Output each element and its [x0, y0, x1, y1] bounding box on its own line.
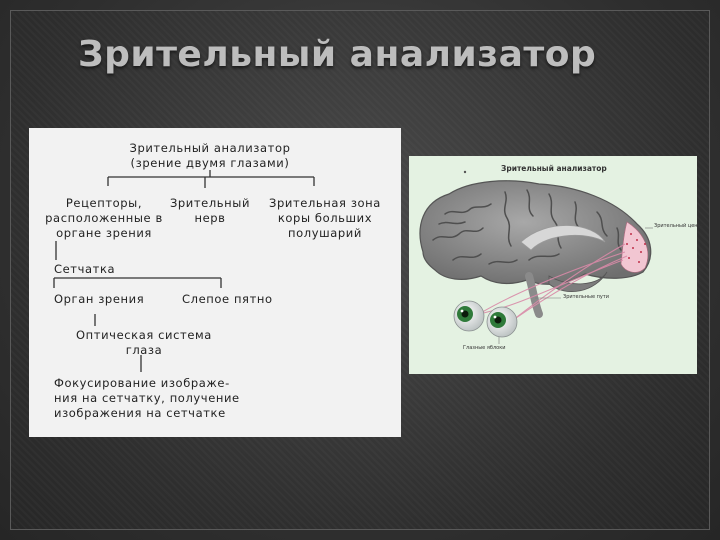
receptors-label-1: Рецепторы,: [65, 196, 143, 210]
brain-illustration: Зрительный анализатор Зрительный центр З…: [409, 156, 704, 374]
nerve-label-1: Зрительный: [169, 196, 251, 210]
organ-label: Орган зрения: [54, 292, 145, 306]
zone-label-1: Зрительная зона: [269, 196, 381, 210]
retina-label: Сетчатка: [54, 262, 116, 276]
optic-system-label-2: глаза: [125, 343, 163, 357]
root-label-2: (зрение двумя глазами): [130, 156, 290, 170]
scheme-connectors: [53, 170, 315, 372]
eyeballs: [453, 300, 518, 338]
focusing-label-3: изображения на сетчатке: [54, 406, 226, 420]
focusing-label-1: Фокусирование изображе-: [54, 376, 230, 390]
scheme-panel: Зрительный анализатор (зрение двумя глаз…: [29, 128, 401, 437]
zone-label-2: коры больших: [277, 211, 373, 225]
root-label-1: Зрительный анализатор: [129, 141, 291, 155]
nerve-label-2: нерв: [194, 211, 226, 225]
illustration-title: Зрительный анализатор: [501, 164, 607, 173]
visual-center-label: Зрительный центр: [654, 223, 704, 229]
visual-pathway-label: Зрительные пути: [563, 294, 610, 300]
slide-title: Зрительный анализатор: [78, 34, 597, 75]
brain-drawing: [419, 170, 653, 344]
focusing-label-2: ния на сетчатку, получение: [54, 391, 240, 405]
receptors-label-2: расположенные в: [45, 211, 163, 225]
blind-spot-label: Слепое пятно: [182, 292, 273, 306]
receptors-label-3: органе зрения: [56, 226, 152, 240]
optic-system-label-1: Оптическая система: [76, 328, 212, 342]
zone-label-3: полушарий: [288, 226, 362, 240]
eyeballs-label: Глазные яблоки: [463, 345, 506, 351]
